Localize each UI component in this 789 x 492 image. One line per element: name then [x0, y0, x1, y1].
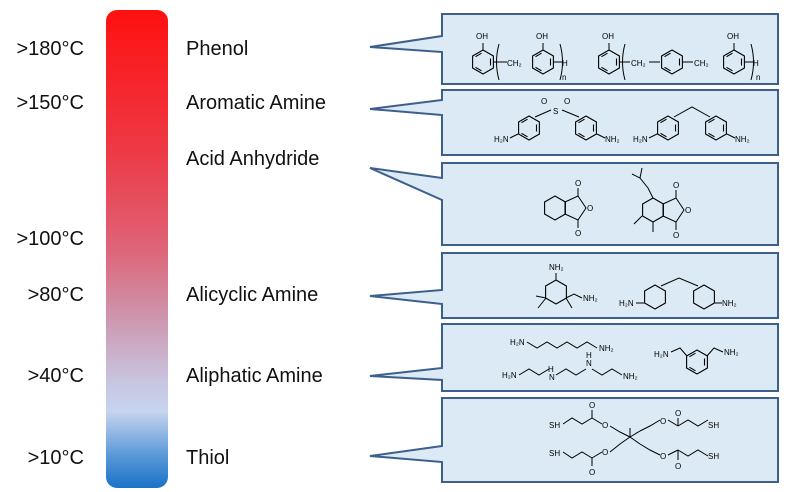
nh2-label: NH₂: [605, 135, 620, 144]
hardener-label-aliphatic-amine: Aliphatic Amine: [186, 365, 323, 387]
h2n-label: H₂N: [619, 299, 634, 308]
o-label: O: [589, 401, 595, 410]
ch2-label: CH₂: [694, 59, 709, 68]
ch2-label: CH₂: [507, 59, 522, 68]
callout-box-thiol: [369, 397, 779, 483]
o-label: O: [685, 206, 691, 215]
sh-label: SH: [708, 452, 719, 461]
o-label: O: [564, 97, 570, 106]
hardener-label-aromatic-amine: Aromatic Amine: [186, 92, 327, 114]
o-label: O: [660, 452, 666, 461]
hardener-label-acid-anhydride: Acid Anhydride: [186, 148, 320, 170]
callout-box-acid-anhydride: [369, 162, 779, 246]
n-label: n: [756, 73, 760, 82]
hardener-label-alicyclic-amine: Alicyclic Amine: [186, 284, 319, 306]
h2n-label: H₂N: [654, 350, 669, 359]
o-label: O: [575, 229, 581, 238]
o-label: O: [587, 204, 593, 213]
temperature-gradient-bar: [106, 10, 168, 488]
o-label: O: [675, 462, 681, 471]
oh-label: OH: [602, 32, 614, 41]
o-label: O: [673, 181, 679, 190]
nh2-label: NH₂: [724, 348, 739, 357]
h-label: H: [586, 351, 592, 360]
nh2-label: NH₂: [735, 135, 750, 144]
callout-box-aromatic-amine: [369, 89, 779, 156]
o-label: O: [575, 179, 581, 188]
temperature-label-150: >150°C: [16, 92, 85, 114]
callout-box-phenol: [369, 13, 779, 85]
nh2-label: NH₂: [549, 263, 564, 272]
acid-anhydride-structures: O O O O O O: [544, 167, 691, 240]
h2n-label: H₂N: [494, 135, 509, 144]
h2n-label: H₂N: [510, 338, 525, 347]
thiol-structures: SH O O O O SH SH O O O O SH: [549, 401, 719, 477]
sh-label: SH: [549, 421, 560, 430]
oh-label: OH: [536, 32, 548, 41]
temperature-label-80: >80°C: [27, 284, 84, 306]
o-label: O: [602, 448, 608, 457]
nh-label: N: [586, 359, 592, 368]
aromatic-amine-structures: S O O H₂N NH₂ H₂N NH₂: [494, 97, 750, 144]
o-label: O: [589, 468, 595, 477]
phenol-structures: OH CH₂ OH H n OH CH₂ CH₂ OH H n: [472, 32, 760, 82]
sh-label: SH: [708, 421, 719, 430]
ch2-label: CH₂: [631, 59, 646, 68]
callout-box-aliphatic-amine: [369, 323, 779, 392]
hardener-label-phenol: Phenol: [186, 38, 249, 60]
temperature-label-10: >10°C: [27, 447, 84, 469]
h2n-label: H₂N: [633, 135, 648, 144]
o-label: O: [602, 421, 608, 430]
temperature-label-100: >100°C: [16, 228, 85, 250]
oh-label: OH: [727, 32, 739, 41]
h2n-label: H₂N: [502, 371, 517, 380]
n-label: n: [562, 73, 566, 82]
callout-box-alicyclic-amine: [369, 252, 779, 319]
o-label: O: [541, 97, 547, 106]
nh2-label: NH₂: [599, 344, 614, 353]
h-label: H: [562, 59, 568, 68]
aliphatic-amine-structures: H₂N NH₂ H₂N N N H H NH₂ H₂N NH₂: [502, 338, 739, 382]
h-label: H: [548, 365, 554, 374]
nh2-label: NH₂: [722, 299, 737, 308]
nh2-label: NH₂: [583, 294, 598, 303]
o-label: O: [660, 417, 666, 426]
h-label: H: [753, 59, 759, 68]
o-label: O: [673, 231, 679, 240]
o-label: O: [675, 409, 681, 418]
temperature-label-40: >40°C: [27, 365, 84, 387]
oh-label: OH: [476, 32, 488, 41]
hardener-label-thiol: Thiol: [186, 447, 230, 469]
temperature-label-180: >180°C: [16, 38, 85, 60]
nh2-label: NH₂: [623, 372, 638, 381]
nh-label: N: [549, 373, 555, 382]
s-label: S: [553, 107, 558, 116]
sh-label: SH: [549, 449, 560, 458]
alicyclic-amine-structures: NH₂ NH₂ H₂N NH₂: [535, 263, 737, 310]
